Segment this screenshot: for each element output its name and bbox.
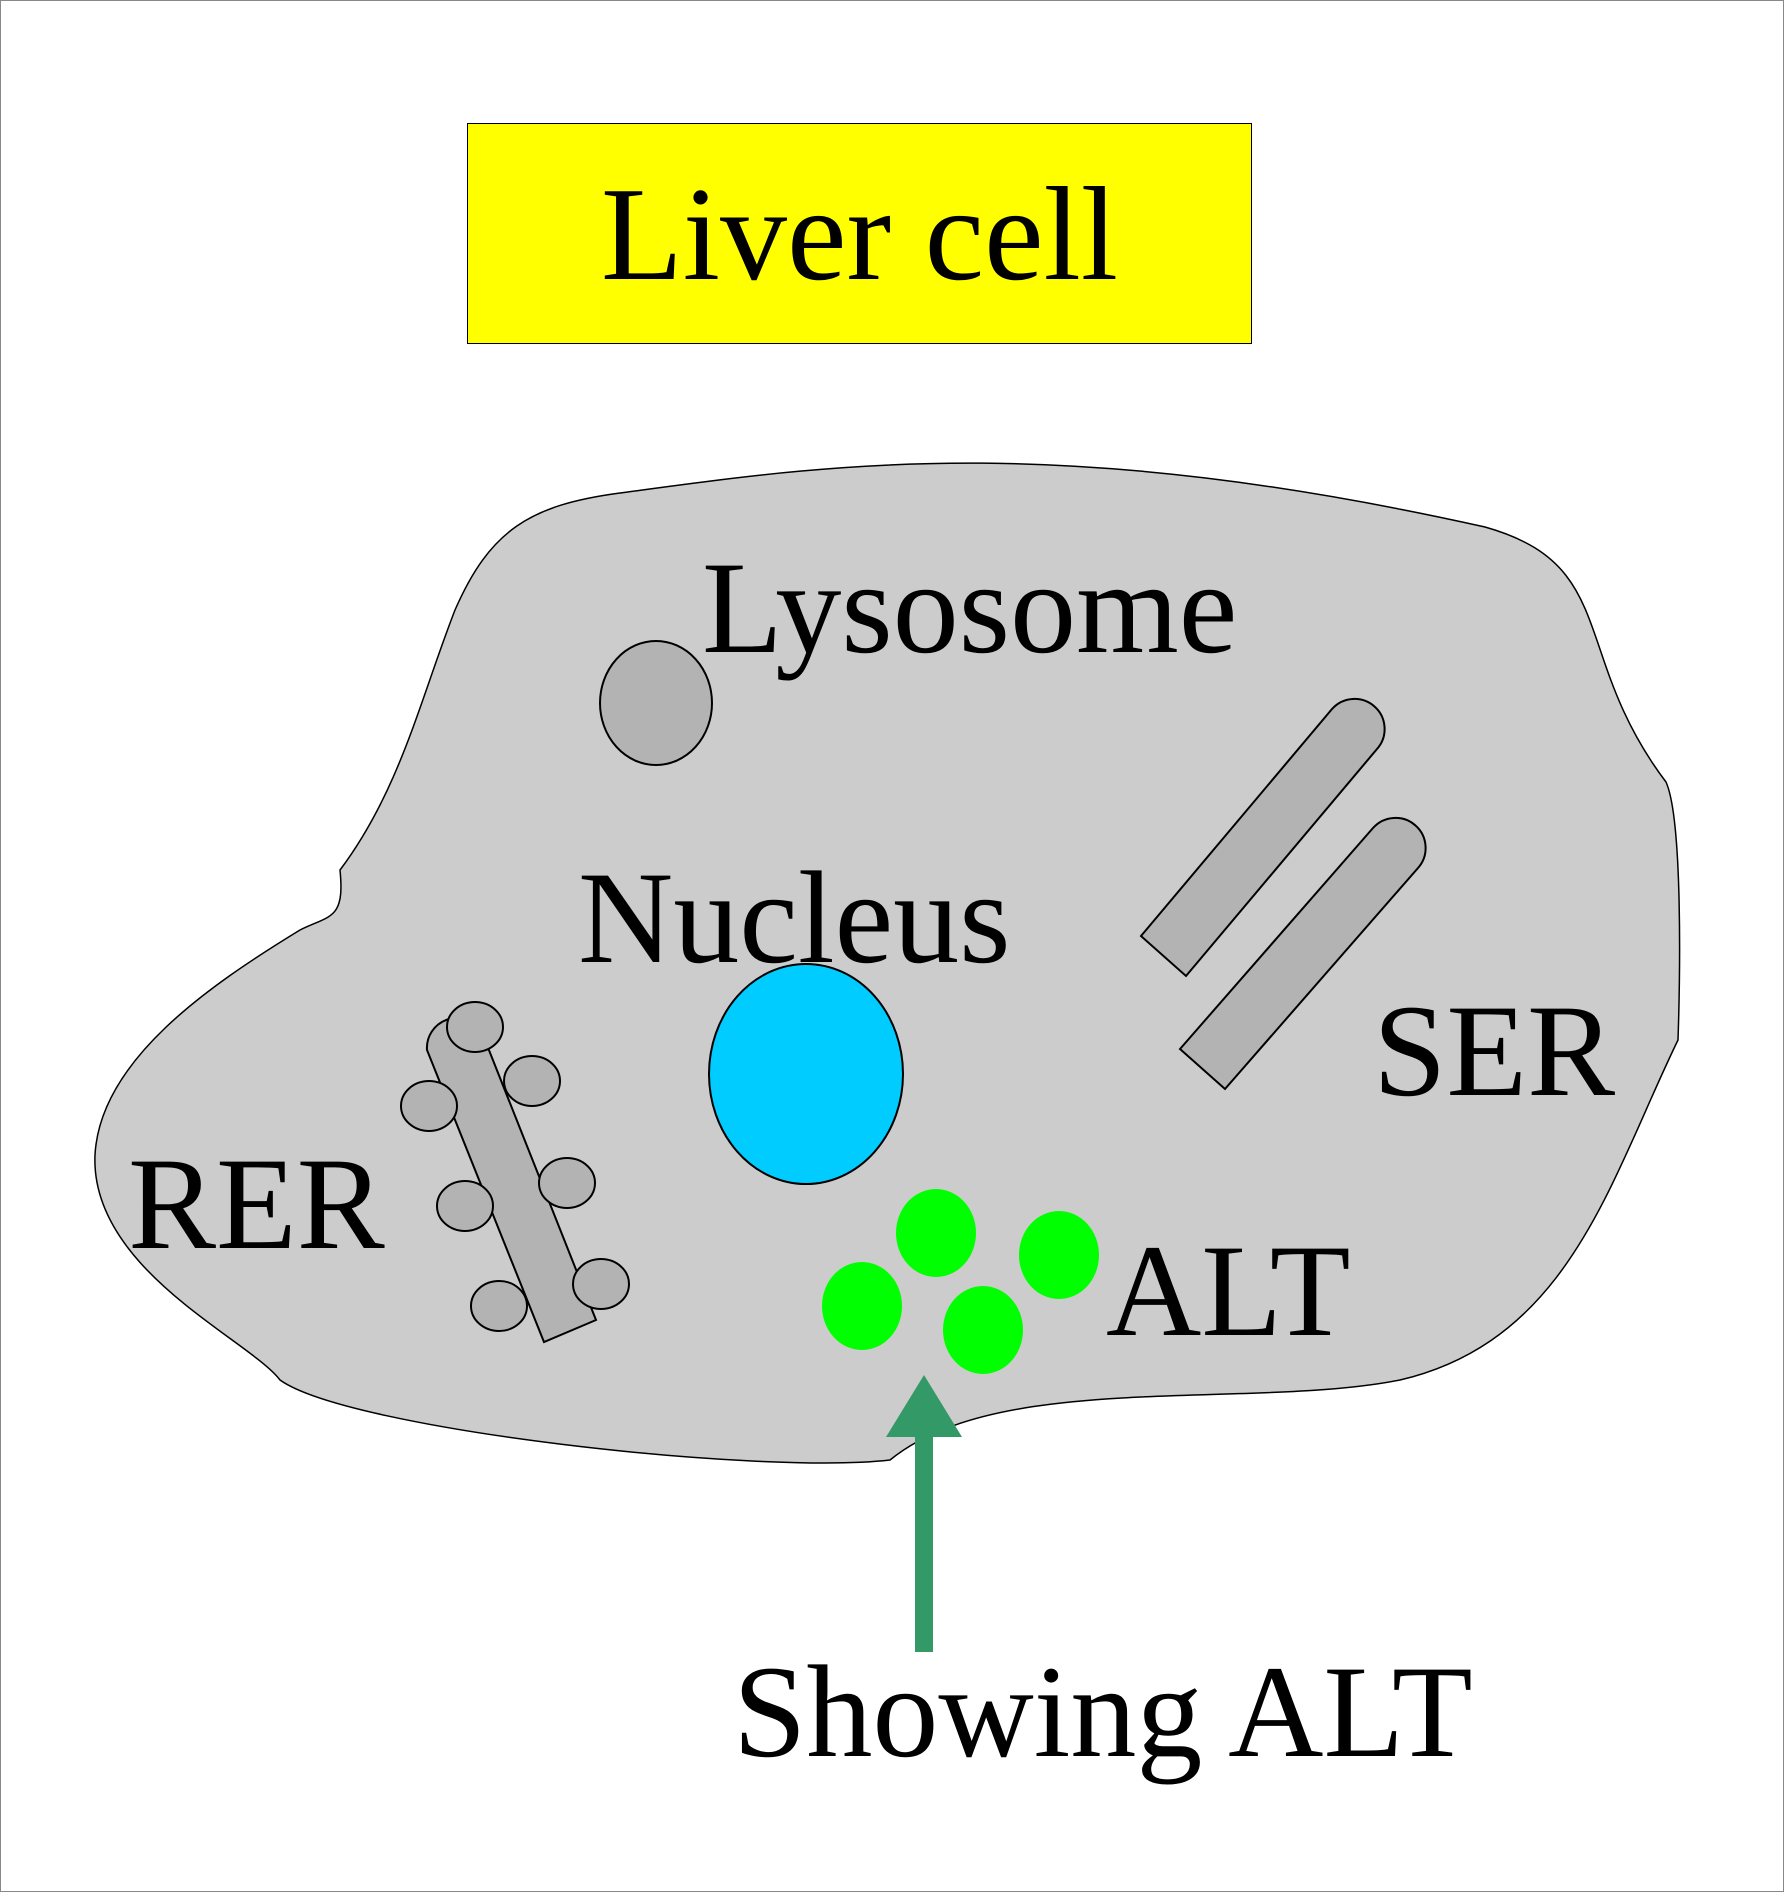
ribosome	[572, 1258, 630, 1310]
label-nucleus: Nucleus	[578, 844, 1011, 991]
alt-granule	[1019, 1211, 1099, 1299]
ribosome	[538, 1157, 596, 1209]
label-ser: SER	[1373, 977, 1615, 1124]
title-box: Liver cell	[467, 123, 1252, 344]
alt-granule	[943, 1286, 1023, 1374]
ribosome	[436, 1180, 494, 1232]
title-text: Liver cell	[600, 159, 1119, 308]
ser-tube-lower	[1178, 816, 1427, 1091]
label-lysosome: Lysosome	[702, 534, 1237, 681]
ribosome	[446, 1001, 504, 1053]
label-rer: RER	[128, 1130, 385, 1277]
ribosome	[470, 1280, 528, 1332]
lysosome-organelle	[599, 640, 713, 766]
ribosome	[400, 1080, 458, 1132]
nucleus-organelle	[708, 963, 904, 1185]
caption-showing-alt: Showing ALT	[733, 1638, 1473, 1785]
arrow-head	[886, 1375, 962, 1437]
ribosome	[503, 1055, 561, 1107]
label-alt: ALT	[1106, 1217, 1350, 1364]
alt-granule	[822, 1262, 902, 1350]
arrow-shaft	[915, 1430, 933, 1652]
alt-granule	[896, 1189, 976, 1277]
ser-tube-upper	[1139, 697, 1386, 978]
